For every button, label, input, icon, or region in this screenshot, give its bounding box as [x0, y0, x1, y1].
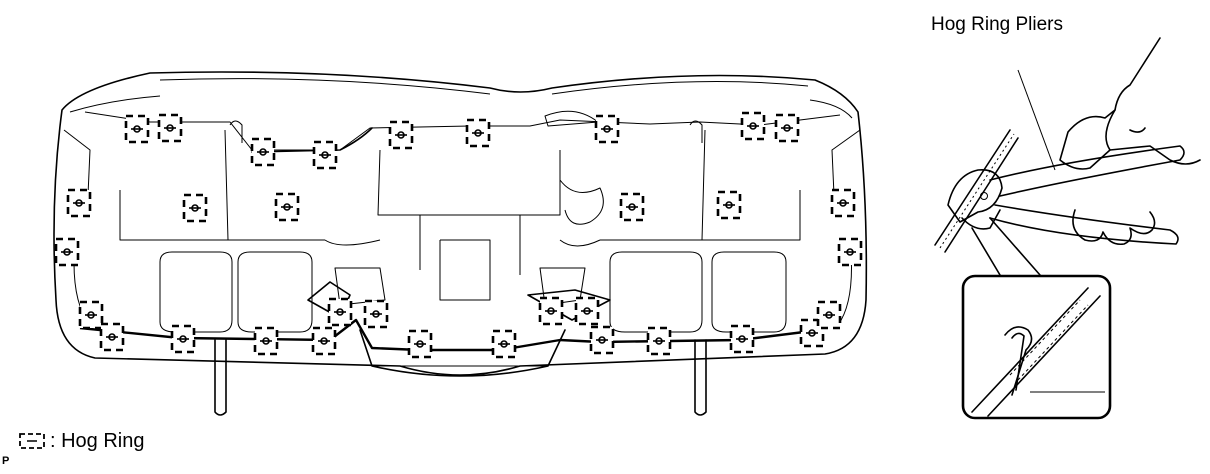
seat-outline [53, 71, 868, 376]
hog-rings [54, 111, 863, 359]
legend: : Hog Ring [18, 428, 145, 454]
hog-ring-icon [19, 433, 45, 449]
reference-code: P [2, 455, 10, 467]
seatback-drawing [53, 71, 868, 416]
legend-label: : Hog Ring [50, 429, 145, 452]
headrest-post-left [214, 339, 227, 416]
pliers-label: Hog Ring Pliers [931, 14, 1063, 35]
headrest-post-right [694, 339, 707, 416]
hog-ring-detail [961, 274, 1112, 420]
hog-ring-pliers-icon [934, 37, 1201, 276]
